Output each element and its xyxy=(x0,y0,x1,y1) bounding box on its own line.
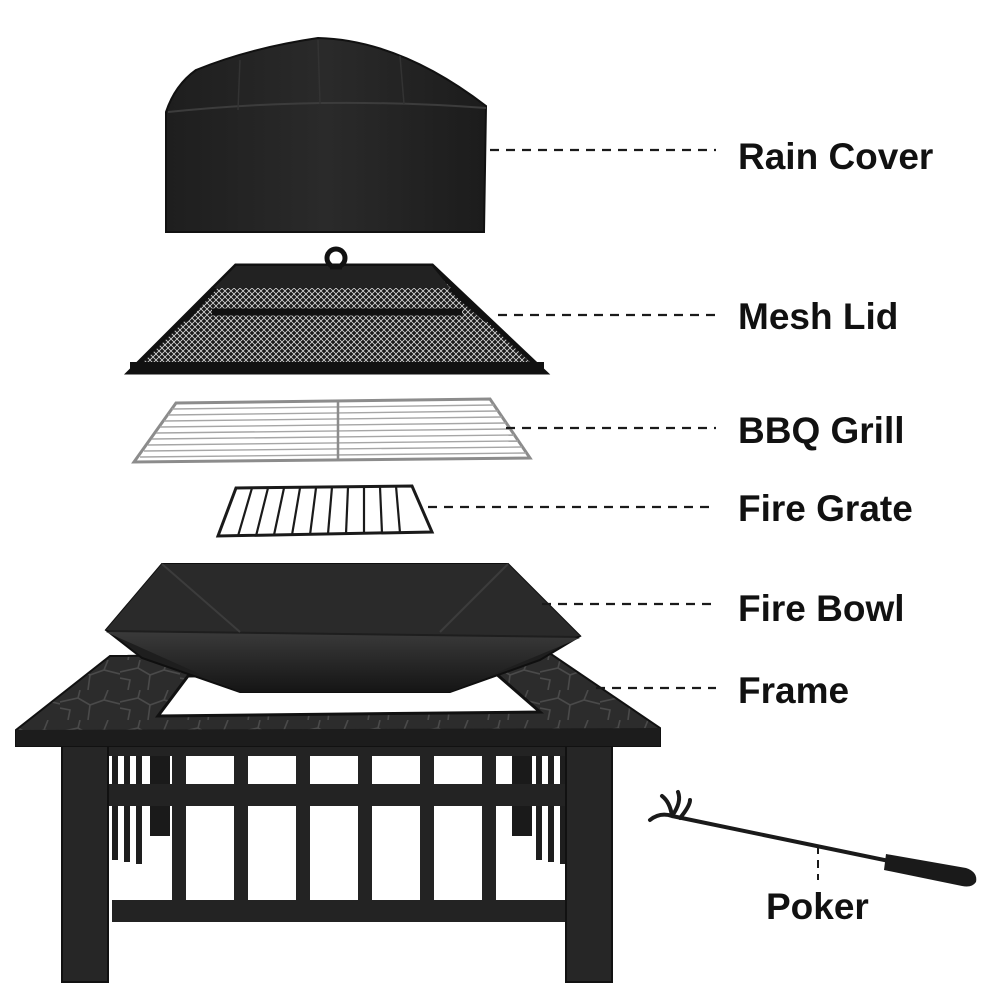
frame xyxy=(15,650,661,983)
bbq-grill xyxy=(131,397,533,464)
label-fire-bowl: Fire Bowl xyxy=(738,588,905,629)
leader-lines xyxy=(428,148,716,690)
rain-cover xyxy=(165,36,488,233)
poker xyxy=(648,790,977,887)
label-frame: Frame xyxy=(738,670,850,711)
label-mesh-lid: Mesh Lid xyxy=(738,296,899,337)
label-fire-grate: Fire Grate xyxy=(738,488,913,529)
label-rain-cover: Rain Cover xyxy=(738,136,934,177)
label-bbq-grill: BBQ Grill xyxy=(738,410,905,451)
fire-bowl xyxy=(104,563,582,693)
label-poker: Poker xyxy=(766,886,869,927)
mesh-lid xyxy=(123,246,551,375)
fire-grate xyxy=(215,484,435,538)
